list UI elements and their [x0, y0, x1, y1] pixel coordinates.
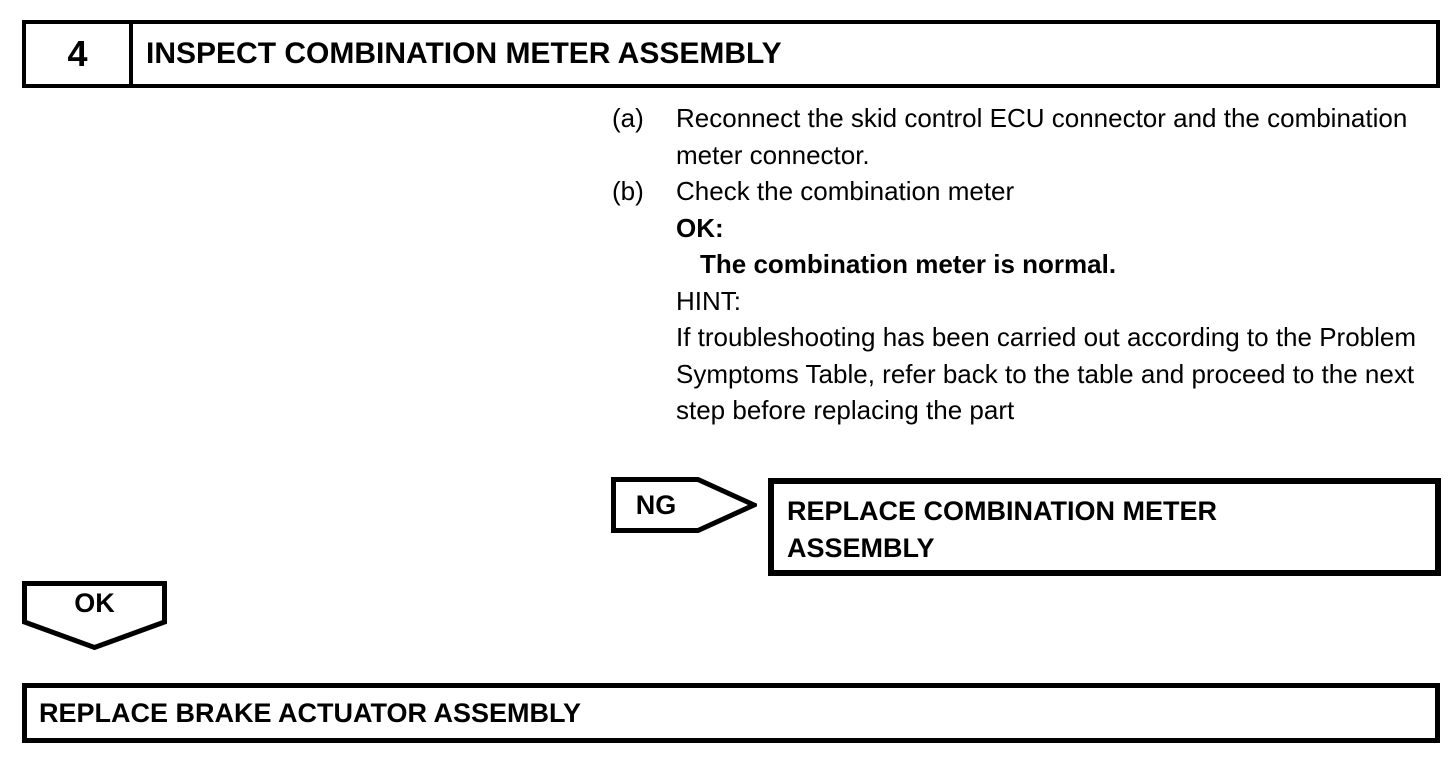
instruction-block: (a) Reconnect the skid control ECU conne… [612, 100, 1452, 429]
final-result-text: REPLACE BRAKE ACTUATOR ASSEMBLY [39, 697, 582, 728]
instruction-step-a-label: (a) [612, 103, 644, 133]
instruction-step-b: (b) Check the combination meter [612, 173, 1452, 210]
ng-result-line-1: REPLACE COMBINATION METER [787, 496, 1217, 526]
ok-spec-label: OK: [676, 212, 724, 243]
instruction-step-b-label: (b) [612, 176, 644, 206]
ok-spec-text: The combination meter is normal. [700, 249, 1117, 279]
instruction-step-a-text: Reconnect the skid control ECU connector… [676, 103, 1408, 170]
ng-result-box: REPLACE COMBINATION METER ASSEMBLY [768, 478, 1441, 576]
ok-arrow-icon [22, 581, 167, 651]
final-result-box: REPLACE BRAKE ACTUATOR ASSEMBLY [22, 683, 1440, 743]
ok-arrow-label: OK [74, 587, 115, 618]
ng-arrow-icon [611, 477, 757, 533]
step-title: INSPECT COMBINATION METER ASSEMBLY [146, 37, 782, 70]
ng-arrow-label: NG [635, 489, 677, 520]
step-number: 4 [26, 24, 133, 84]
step-header: 4 INSPECT COMBINATION METER ASSEMBLY [22, 20, 1440, 88]
hint-label: HINT: [676, 285, 741, 316]
instruction-step-a: (a) Reconnect the skid control ECU conne… [612, 100, 1452, 173]
hint-text: If troubleshooting has been carried out … [676, 322, 1417, 425]
instruction-step-b-text: Check the combination meter [676, 176, 1015, 206]
ng-result-line-2: ASSEMBLY [787, 533, 935, 563]
